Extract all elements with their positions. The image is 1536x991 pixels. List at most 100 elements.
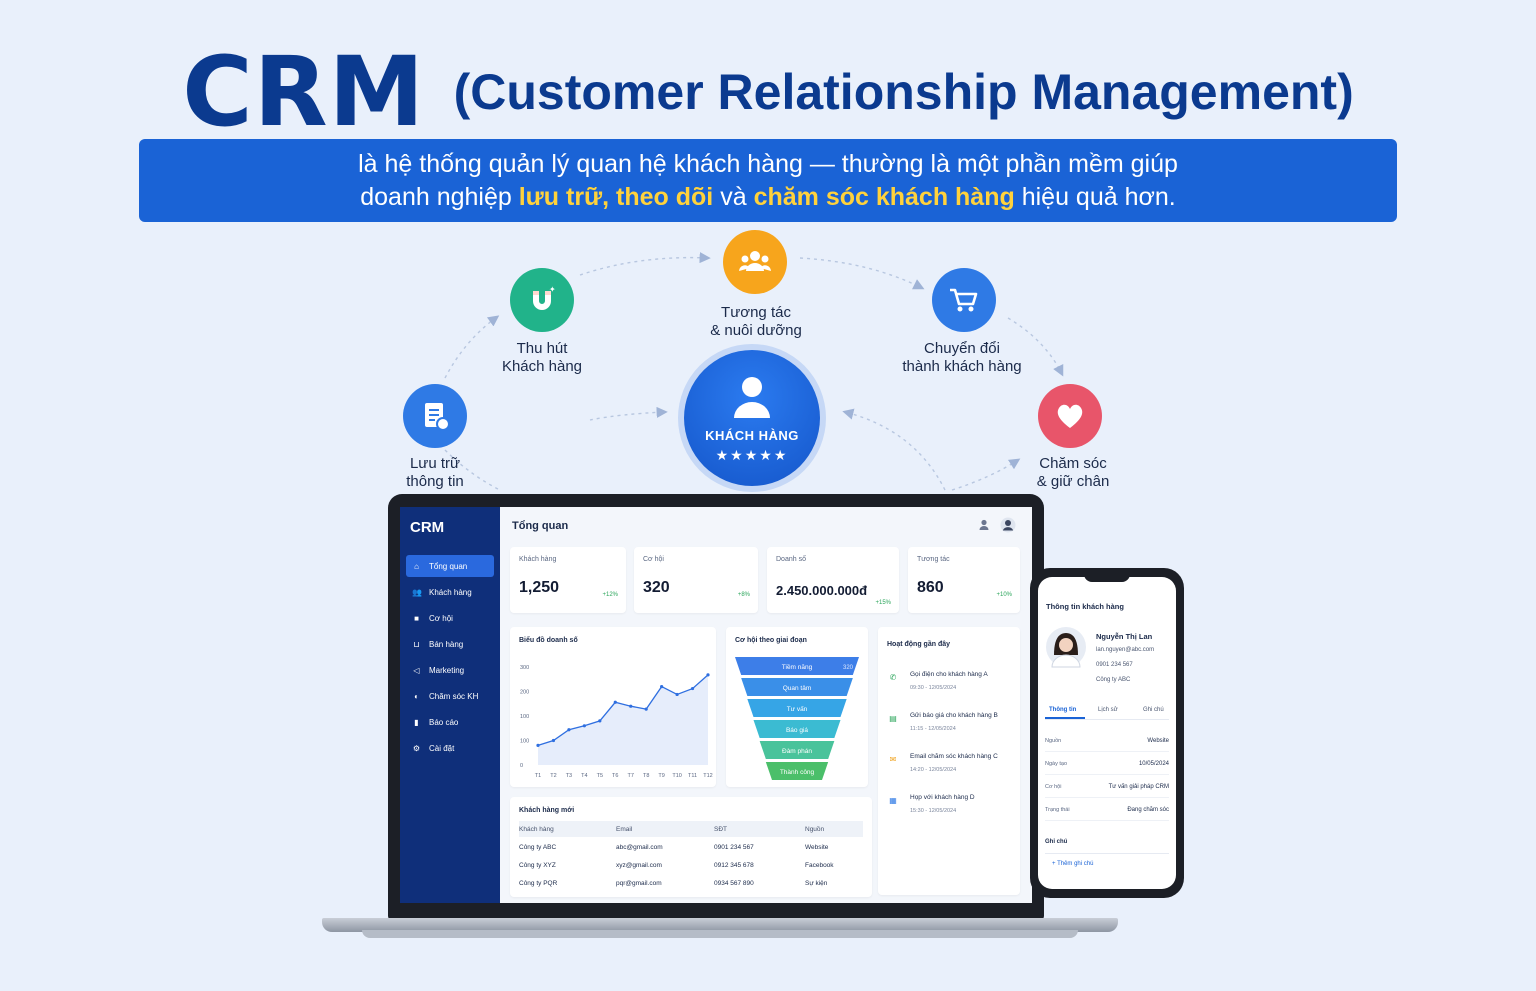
sidebar-item-label: Cài đặt: [429, 743, 455, 753]
people-icon: [739, 251, 771, 271]
heart-icon: [1057, 404, 1083, 428]
field-label: Trạng thái: [1045, 807, 1070, 813]
revenue-point[interactable]: [536, 743, 540, 747]
sidebar-item-5[interactable]: ◐Chăm sóc KH: [406, 685, 494, 707]
funnel-stage[interactable]: [759, 741, 835, 759]
sidebar-item-1[interactable]: 👥Khách hàng: [406, 581, 494, 603]
tab-notes[interactable]: Ghi chú: [1143, 707, 1164, 713]
funnel-stage[interactable]: [753, 720, 841, 738]
phone-notch: [1084, 572, 1130, 582]
activity-text: Gọi điện cho khách hàng A: [910, 671, 988, 678]
revenue-point[interactable]: [629, 704, 633, 708]
home-icon: ⌂: [414, 561, 419, 571]
customer-label: KHÁCH HÀNG: [705, 428, 799, 443]
revenue-point[interactable]: [551, 738, 556, 743]
revenue-point[interactable]: [644, 707, 648, 711]
activity-time: 11:15 - 12/05/2024: [910, 726, 956, 732]
megaphone-icon: ◁: [413, 665, 420, 675]
magnet-icon: ✦: [533, 285, 556, 310]
sidebar-item-2[interactable]: ■Cơ hội: [406, 607, 494, 629]
sidebar-item-label: Tổng quan: [429, 561, 468, 571]
sidebar-item-label: Bán hàng: [429, 639, 464, 649]
activity-time: 09:30 - 12/05/2024: [910, 685, 957, 691]
table-cell: 0912 345 678: [714, 861, 754, 869]
y-tick-label: 100: [520, 739, 529, 745]
y-tick-label: 200: [520, 690, 529, 696]
recent-activity-card: Hoạt động gần đây ✆Gọi điện cho khách hà…: [878, 627, 1020, 895]
revenue-area: [538, 674, 708, 765]
tab-history[interactable]: Lịch sử: [1098, 707, 1118, 713]
definition-banner: là hệ thống quản lý quan hệ khách hàng —…: [139, 139, 1397, 222]
title-main: CRM: [182, 36, 426, 148]
revenue-point[interactable]: [582, 724, 586, 728]
activity-time: 15:30 - 12/05/2024: [910, 808, 957, 814]
customer-field-row: Nguồn Website: [1045, 732, 1169, 752]
field-label: Nguồn: [1045, 738, 1062, 744]
x-tick-label: T9: [658, 773, 664, 779]
revenue-point[interactable]: [613, 700, 617, 704]
table-cell: Sự kiện: [805, 879, 828, 887]
step-retain: [1038, 384, 1102, 448]
phone-header: Thông tin khách hàng: [1046, 602, 1124, 611]
table-cell: Công ty XYZ: [519, 861, 556, 869]
sidebar-item-4[interactable]: ◁Marketing: [406, 659, 494, 681]
avatar-icon[interactable]: [1000, 517, 1016, 533]
customer-avatar: [1046, 627, 1086, 668]
sidebar-item-0[interactable]: ⌂ Tổng quan: [406, 555, 494, 577]
funnel-stage[interactable]: [741, 678, 853, 696]
step-retain-label: Chăm sóc& giữ chân: [1036, 455, 1110, 490]
customer-center-node: KHÁCH HÀNG ★★★★★: [684, 350, 820, 486]
x-tick-label: T7: [628, 773, 634, 779]
x-tick-label: T12: [703, 773, 712, 779]
step-attract: ✦: [510, 268, 574, 332]
revenue-point[interactable]: [598, 719, 602, 723]
step-store-info: [403, 384, 467, 448]
revenue-point[interactable]: [706, 673, 710, 677]
y-tick-label: 100: [520, 714, 529, 720]
step-engage-label: Tương tác& nuôi dưỡng: [710, 304, 802, 339]
table-cell: Công ty PQR: [519, 879, 558, 887]
funnel-stage-label: Thành công: [780, 769, 815, 776]
sidebar-brand: CRM: [410, 519, 445, 536]
funnel-stage[interactable]: [735, 657, 859, 675]
field-value: Website: [1147, 738, 1169, 744]
funnel-stage[interactable]: [765, 762, 829, 780]
funnel-stage[interactable]: [747, 699, 847, 717]
rating-stars: ★★★★★: [715, 447, 789, 463]
field-value: Tư vấn giải pháp CRM: [1108, 784, 1169, 790]
x-tick-label: T2: [550, 773, 556, 779]
revenue-point[interactable]: [660, 685, 664, 689]
tab-info[interactable]: Thông tin: [1049, 707, 1077, 713]
revenue-point[interactable]: [690, 686, 695, 691]
sidebar-item-3[interactable]: ⊔Bán hàng: [406, 633, 494, 655]
calendar-icon: ▦: [889, 796, 897, 805]
sidebar-item-7[interactable]: ⚙ Cài đặt: [406, 737, 494, 759]
field-value: 10/05/2024: [1138, 761, 1169, 767]
table-cell: Facebook: [805, 861, 834, 869]
x-tick-label: T10: [672, 773, 681, 779]
revenue-point[interactable]: [567, 728, 571, 732]
y-tick-label: 300: [520, 665, 529, 671]
table-cell: Website: [805, 843, 829, 851]
notification-user-icon[interactable]: [979, 519, 989, 531]
revenue-point[interactable]: [675, 692, 679, 697]
add-note-button[interactable]: + Thêm ghi chú: [1052, 861, 1094, 867]
activity-text: Họp với khách hàng D: [910, 794, 975, 801]
sidebar-item-6[interactable]: ▮Báo cáo: [406, 711, 494, 733]
mail-icon: ✉: [889, 755, 897, 764]
laptop-base-lip: [362, 930, 1078, 938]
funnel-stage-label: Tiềm năng: [782, 662, 813, 671]
gear-icon: ⚙: [412, 743, 421, 753]
dashboard-title: Tổng quan: [512, 520, 569, 532]
